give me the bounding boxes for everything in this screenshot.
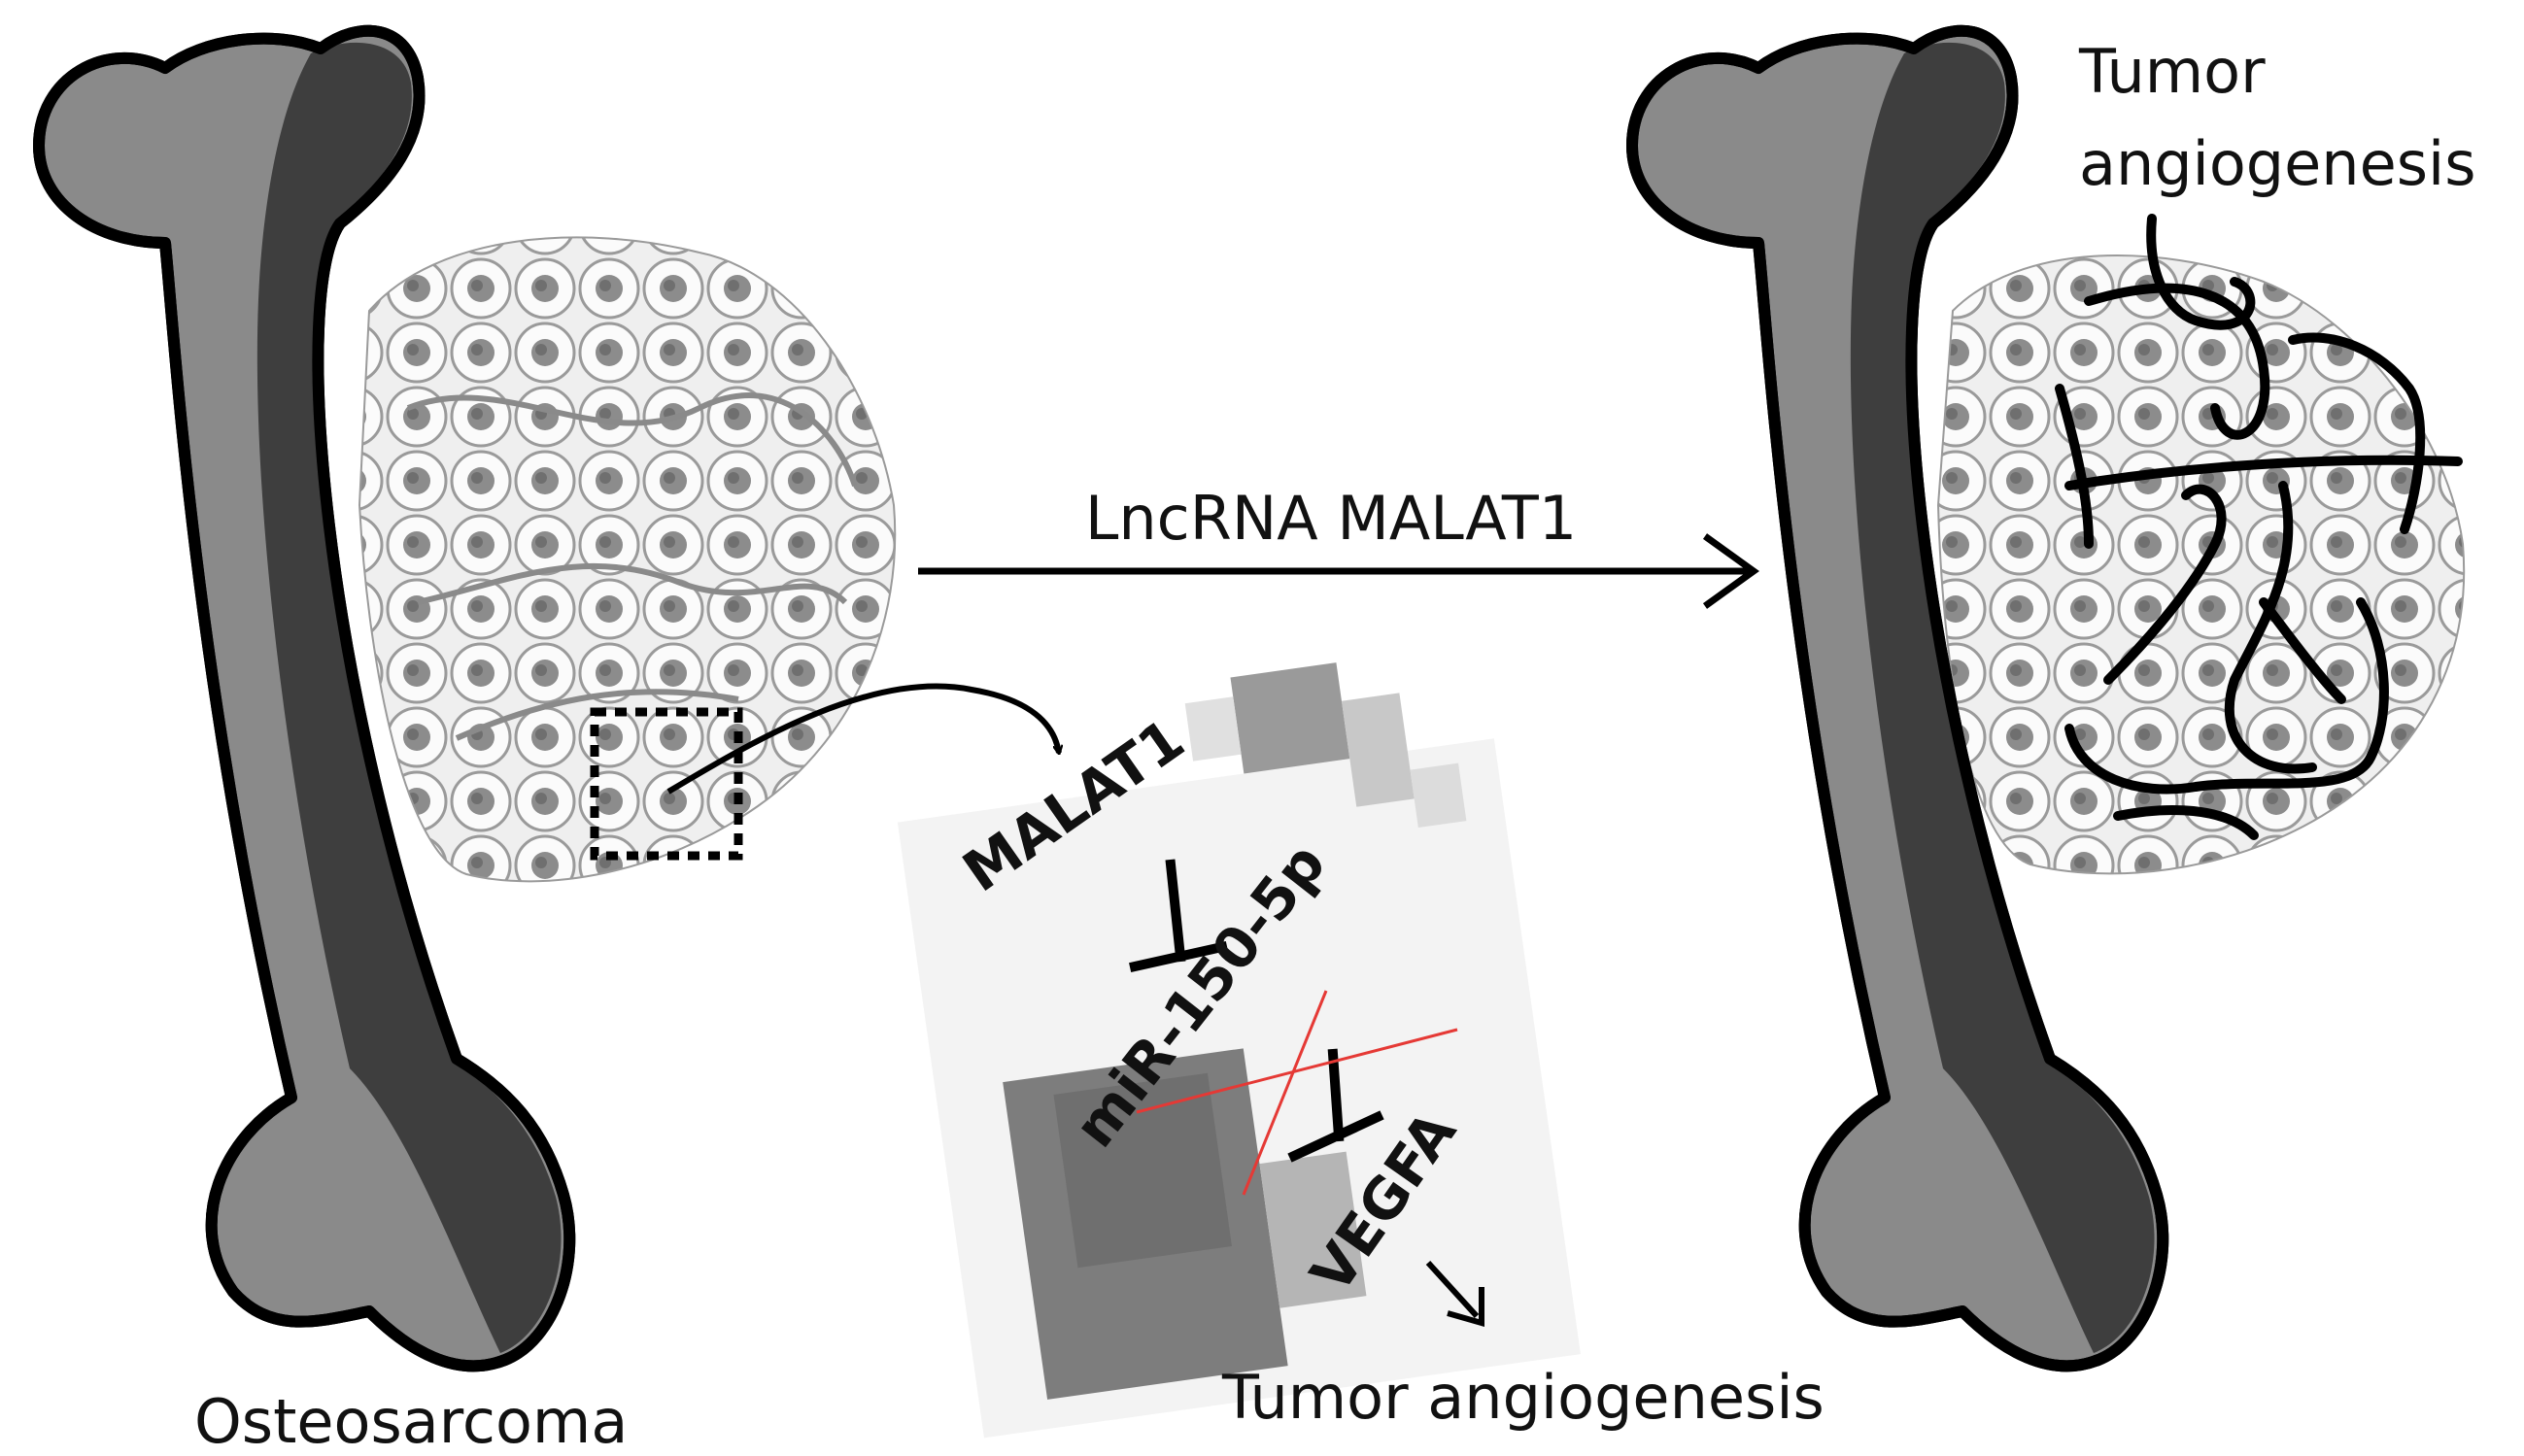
outcome-arrow bbox=[1425, 1260, 1480, 1319]
inhibition-arrow-2 bbox=[1287, 1048, 1384, 1163]
osteosarcoma-label: Osteosarcoma bbox=[194, 1386, 628, 1452]
pathway-inset: MALAT1 miR-150-5p VEGFA bbox=[897, 662, 1581, 1439]
zoom-box bbox=[590, 707, 743, 861]
red-cross-mark bbox=[1136, 990, 1458, 1196]
right-title-line1: Tumor bbox=[2078, 36, 2266, 107]
zoom-arrow bbox=[666, 683, 1059, 795]
right-title-line2: angiogenesis bbox=[2079, 128, 2476, 199]
inhibition-arrow-1 bbox=[1129, 859, 1228, 972]
arrow-label: LncRNA MALAT1 bbox=[1085, 483, 1577, 554]
pathway-outcome-label: Tumor angiogenesis bbox=[1221, 1362, 1825, 1433]
blood-vessel-lines bbox=[2055, 214, 2463, 840]
left-tumor-mass bbox=[358, 236, 897, 883]
